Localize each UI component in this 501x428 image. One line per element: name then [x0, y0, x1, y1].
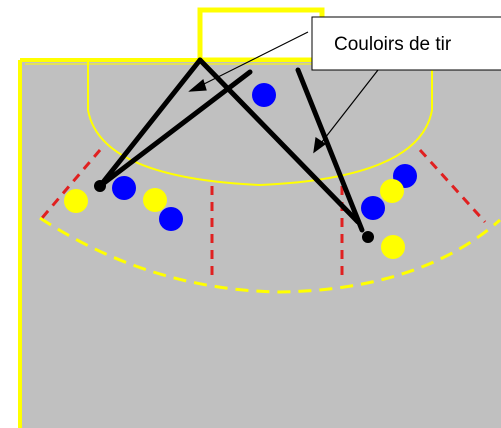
sector-lines [40, 148, 487, 276]
sector-line-right-wing [418, 148, 487, 224]
player-blue [112, 176, 136, 200]
shooting-lanes [97, 57, 365, 233]
callout-arrowhead-right [313, 136, 327, 154]
court-surface [20, 60, 501, 428]
players-yellow [64, 179, 405, 259]
player-blue [252, 83, 276, 107]
lane-right-a [197, 57, 361, 225]
player-yellow [380, 179, 404, 203]
callout-box [311, 16, 501, 71]
goal-area-line [87, 62, 433, 187]
ball-left [94, 180, 106, 192]
callout-arrowhead-left [188, 78, 207, 92]
callout-arrows [188, 31, 379, 154]
ball-right [362, 231, 374, 243]
player-blue [361, 196, 385, 220]
player-blue [159, 207, 183, 231]
player-yellow [64, 189, 88, 213]
callout-arrow-left [195, 31, 309, 89]
player-yellow [381, 235, 405, 259]
lane-left-b [97, 69, 253, 189]
goal [197, 7, 325, 63]
free-throw-line [39, 216, 501, 294]
players-blue [112, 83, 417, 231]
callout-arrow-right [317, 69, 379, 148]
lane-right-b [295, 67, 365, 233]
player-yellow [143, 188, 167, 212]
callout-label: Couloirs de tir [334, 34, 452, 55]
lane-left-a [97, 57, 203, 189]
